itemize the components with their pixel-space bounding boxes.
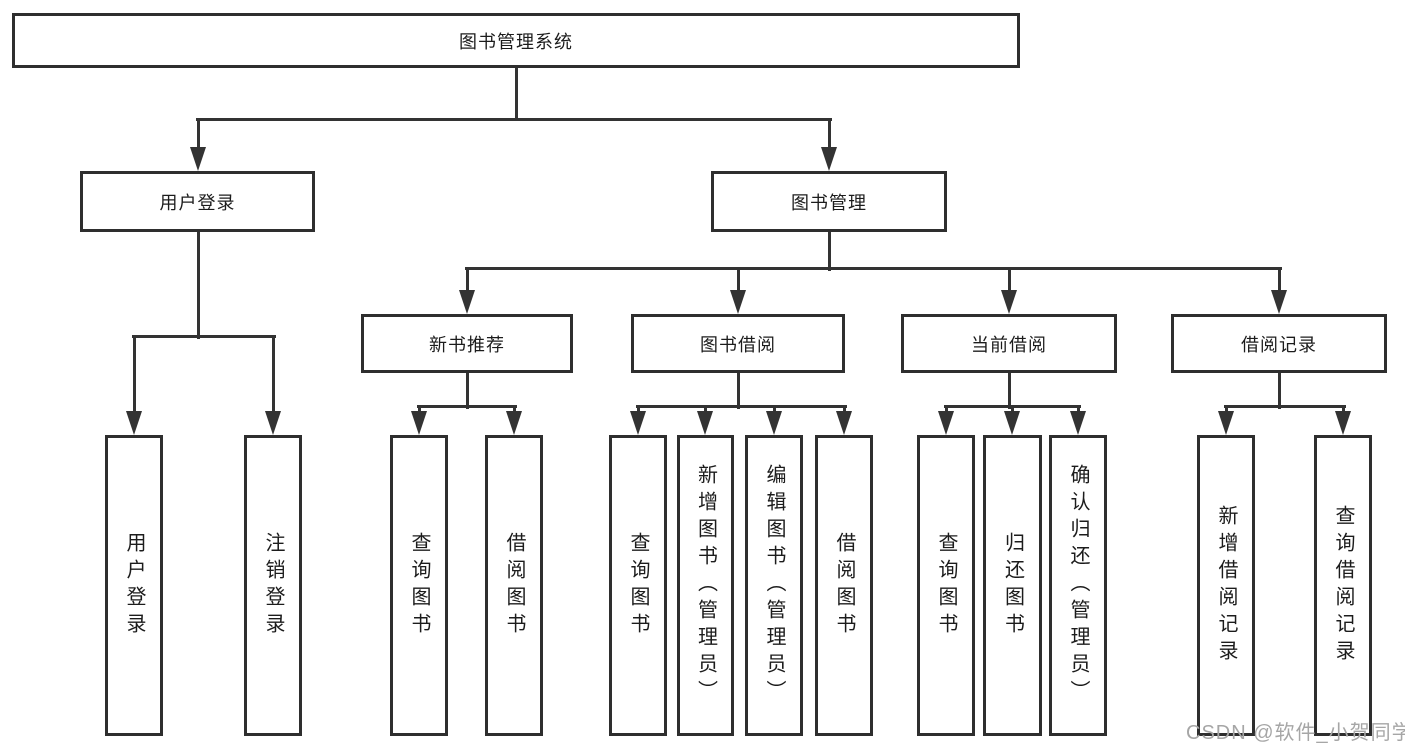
connector-arrowhead-icon xyxy=(411,411,427,435)
node-label: 借阅记录 xyxy=(1241,334,1317,355)
connector-vline xyxy=(1008,373,1011,409)
node-label: 新书推荐 xyxy=(429,334,505,355)
connector-arrowhead-icon xyxy=(190,147,206,171)
node-label: 图书借阅 xyxy=(700,334,776,355)
connector-vline xyxy=(197,232,200,339)
connector-vline xyxy=(515,68,518,121)
connector-arrowhead-icon xyxy=(730,290,746,314)
node-label: 确认归还（管理员） xyxy=(1067,464,1089,707)
node-user-login: 用户登录 xyxy=(80,171,315,232)
connector-arrowhead-icon xyxy=(836,411,852,435)
node-label: 图书管理 xyxy=(791,192,867,213)
connector-hline xyxy=(417,405,517,408)
leaf-borrow-books-1: 借阅图书 xyxy=(485,435,543,736)
leaf-add-borrow-record: 新增借阅记录 xyxy=(1197,435,1255,736)
connector-arrowhead-icon xyxy=(1271,290,1287,314)
connector-arrowhead-icon xyxy=(1335,411,1351,435)
node-book-management: 图书管理 xyxy=(711,171,947,232)
node-borrowing-records: 借阅记录 xyxy=(1171,314,1387,373)
connector-hline xyxy=(465,267,1282,270)
leaf-return-book: 归还图书 xyxy=(983,435,1042,736)
connector-arrow-stem xyxy=(1008,270,1011,296)
connector-vline xyxy=(737,373,740,409)
node-root-library-system: 图书管理系统 xyxy=(12,13,1020,68)
leaf-query-books-1: 查询图书 xyxy=(390,435,448,736)
connector-arrowhead-icon xyxy=(126,411,142,435)
leaf-query-books-2: 查询图书 xyxy=(609,435,667,736)
node-label: 新增借阅记录 xyxy=(1215,504,1237,667)
connector-hline xyxy=(1224,405,1346,408)
connector-vline xyxy=(466,373,469,409)
node-label: 查询图书 xyxy=(935,531,957,640)
node-label: 归还图书 xyxy=(1001,531,1024,640)
node-new-book-recommend: 新书推荐 xyxy=(361,314,573,373)
connector-arrowhead-icon xyxy=(506,411,522,435)
connector-arrowhead-icon xyxy=(1004,411,1020,435)
leaf-logout: 注销登录 xyxy=(244,435,302,736)
node-label: 查询图书 xyxy=(408,531,430,640)
connector-arrowhead-icon xyxy=(938,411,954,435)
leaf-borrow-books-2: 借阅图书 xyxy=(815,435,873,736)
connector-arrowhead-icon xyxy=(766,411,782,435)
node-label: 编辑图书（管理员） xyxy=(763,464,785,707)
node-label: 借阅图书 xyxy=(503,531,525,640)
connector-hline xyxy=(636,405,847,408)
connector-arrowhead-icon xyxy=(630,411,646,435)
connector-arrow-stem xyxy=(272,338,275,417)
node-label: 图书管理系统 xyxy=(459,31,573,52)
connector-vline xyxy=(1278,373,1281,409)
connector-hline xyxy=(132,335,276,338)
connector-vline xyxy=(828,232,831,271)
connector-arrow-stem xyxy=(466,270,469,296)
connector-arrowhead-icon xyxy=(459,290,475,314)
watermark-text: CSDN @软件_小贺同学 xyxy=(1186,722,1405,744)
node-label: 当前借阅 xyxy=(971,334,1047,355)
connector-arrow-stem xyxy=(197,121,200,153)
node-label: 查询借阅记录 xyxy=(1332,504,1354,667)
node-label: 用户登录 xyxy=(159,192,236,213)
connector-arrowhead-icon xyxy=(265,411,281,435)
connector-hline xyxy=(944,405,1081,408)
node-label: 借阅图书 xyxy=(833,531,855,640)
connector-arrow-stem xyxy=(1278,270,1281,296)
node-label: 查询图书 xyxy=(627,531,649,640)
connector-arrow-stem xyxy=(828,121,831,153)
leaf-confirm-return-admin: 确认归还（管理员） xyxy=(1049,435,1107,736)
leaf-edit-book-admin: 编辑图书（管理员） xyxy=(745,435,803,736)
connector-hline xyxy=(196,118,832,121)
connector-arrowhead-icon xyxy=(697,411,713,435)
node-book-borrowing: 图书借阅 xyxy=(631,314,845,373)
connector-arrowhead-icon xyxy=(1001,290,1017,314)
leaf-add-book-admin: 新增图书（管理员） xyxy=(677,435,734,736)
node-label: 注销登录 xyxy=(262,531,284,640)
connector-arrow-stem xyxy=(737,270,740,296)
leaf-user-login: 用户登录 xyxy=(105,435,163,736)
leaf-query-books-3: 查询图书 xyxy=(917,435,975,736)
node-label: 用户登录 xyxy=(123,531,145,640)
node-current-borrowing: 当前借阅 xyxy=(901,314,1117,373)
connector-arrow-stem xyxy=(133,338,136,417)
node-label: 新增图书（管理员） xyxy=(694,464,717,707)
connector-arrowhead-icon xyxy=(821,147,837,171)
connector-arrowhead-icon xyxy=(1218,411,1234,435)
connector-arrowhead-icon xyxy=(1070,411,1086,435)
leaf-query-borrow-record: 查询借阅记录 xyxy=(1314,435,1372,736)
